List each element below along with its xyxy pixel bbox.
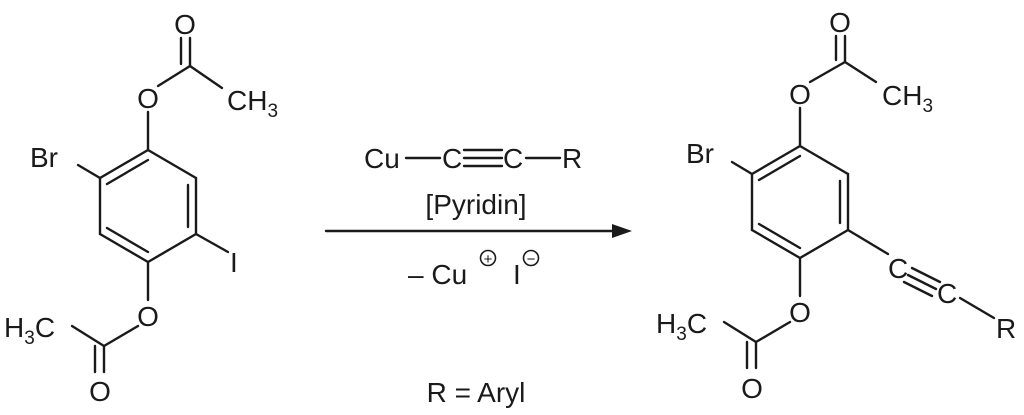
ring-bond: [146, 232, 198, 264]
atom-oxygen: O: [789, 79, 811, 110]
bond-oxygen-carbonyl-carbon: [156, 64, 192, 88]
bond-ring-bromine: [76, 163, 102, 180]
bond-oxygen-carbonyl-carbon: [808, 60, 847, 84]
atom-methyl: CH3: [227, 85, 278, 122]
charge-minus: −: [527, 251, 536, 268]
bond-carbonyl-methyl: [70, 324, 106, 348]
product-molecule: O O CH3 Br C C R O H3C O: [656, 7, 1016, 404]
reagent-triple-bond: [462, 148, 504, 168]
reagent-carbon: C: [503, 143, 523, 174]
byproduct-iodide: I: [513, 259, 521, 290]
atom-oxygen: O: [829, 7, 851, 38]
alkyne-triple-bond: [902, 266, 942, 298]
atom-oxygen: O: [89, 376, 111, 407]
atom-methyl: H3C: [4, 312, 55, 349]
ring-bond: [146, 148, 198, 180]
charge-plus-circle: [479, 249, 497, 267]
bond-oxygen-carbonyl-carbon: [102, 324, 140, 348]
reaction-conditions: Cu C C R [Pyridin] – Cu + I − R = Aryl: [324, 143, 632, 408]
ring-double-bond-inner: [757, 154, 802, 182]
bond-ring-alkyne: [846, 228, 890, 256]
atom-oxygen: O: [741, 373, 763, 404]
ring-double-bond-inner: [105, 226, 150, 254]
atom-oxygen: O: [137, 301, 159, 332]
reactant-molecule: O O CH3 Br I O H3C O: [4, 9, 278, 407]
bond-oxygen-carbonyl-carbon: [754, 320, 792, 344]
byproduct-copper: – Cu: [408, 259, 467, 290]
ring-bond: [798, 144, 850, 176]
ring-bond: [98, 232, 150, 264]
atom-carbon: C: [937, 278, 957, 309]
atom-methyl: CH3: [882, 80, 933, 117]
bond-carbonyl-methyl: [843, 60, 878, 84]
reagent-carbon: C: [442, 143, 462, 174]
bond-ring-bromine: [730, 160, 754, 176]
atom-methyl: H3C: [656, 308, 707, 345]
atom-oxygen: O: [137, 83, 159, 114]
atom-bromine: Br: [30, 142, 58, 173]
atom-oxygen: O: [789, 297, 811, 328]
ring-double-bond-inner: [757, 222, 802, 250]
atom-bromine: Br: [686, 138, 714, 169]
ring-bond: [98, 148, 150, 180]
charge-minus-circle: [522, 249, 540, 267]
ring-bond: [798, 228, 850, 260]
atom-iodine: I: [230, 247, 238, 278]
arrow-head: [612, 224, 632, 238]
ring-bond: [750, 228, 802, 260]
ring-bond: [750, 144, 802, 176]
bond-alkyne-substituent: [958, 296, 996, 320]
solvent-label: [Pyridin]: [425, 189, 526, 220]
atom-substituent: R: [996, 313, 1016, 344]
atom-oxygen: O: [174, 9, 196, 40]
reagent-substituent: R: [562, 143, 582, 174]
footnote: R = Aryl: [427, 377, 526, 408]
atom-carbon: C: [888, 253, 908, 284]
charge-plus: +: [484, 251, 493, 268]
bond-carbonyl-methyl: [722, 320, 758, 344]
ring-double-bond-inner: [105, 158, 150, 186]
bond-ring-iodine: [194, 232, 230, 254]
bond-carbonyl-methyl: [188, 64, 224, 90]
reagent-copper: Cu: [364, 143, 400, 174]
